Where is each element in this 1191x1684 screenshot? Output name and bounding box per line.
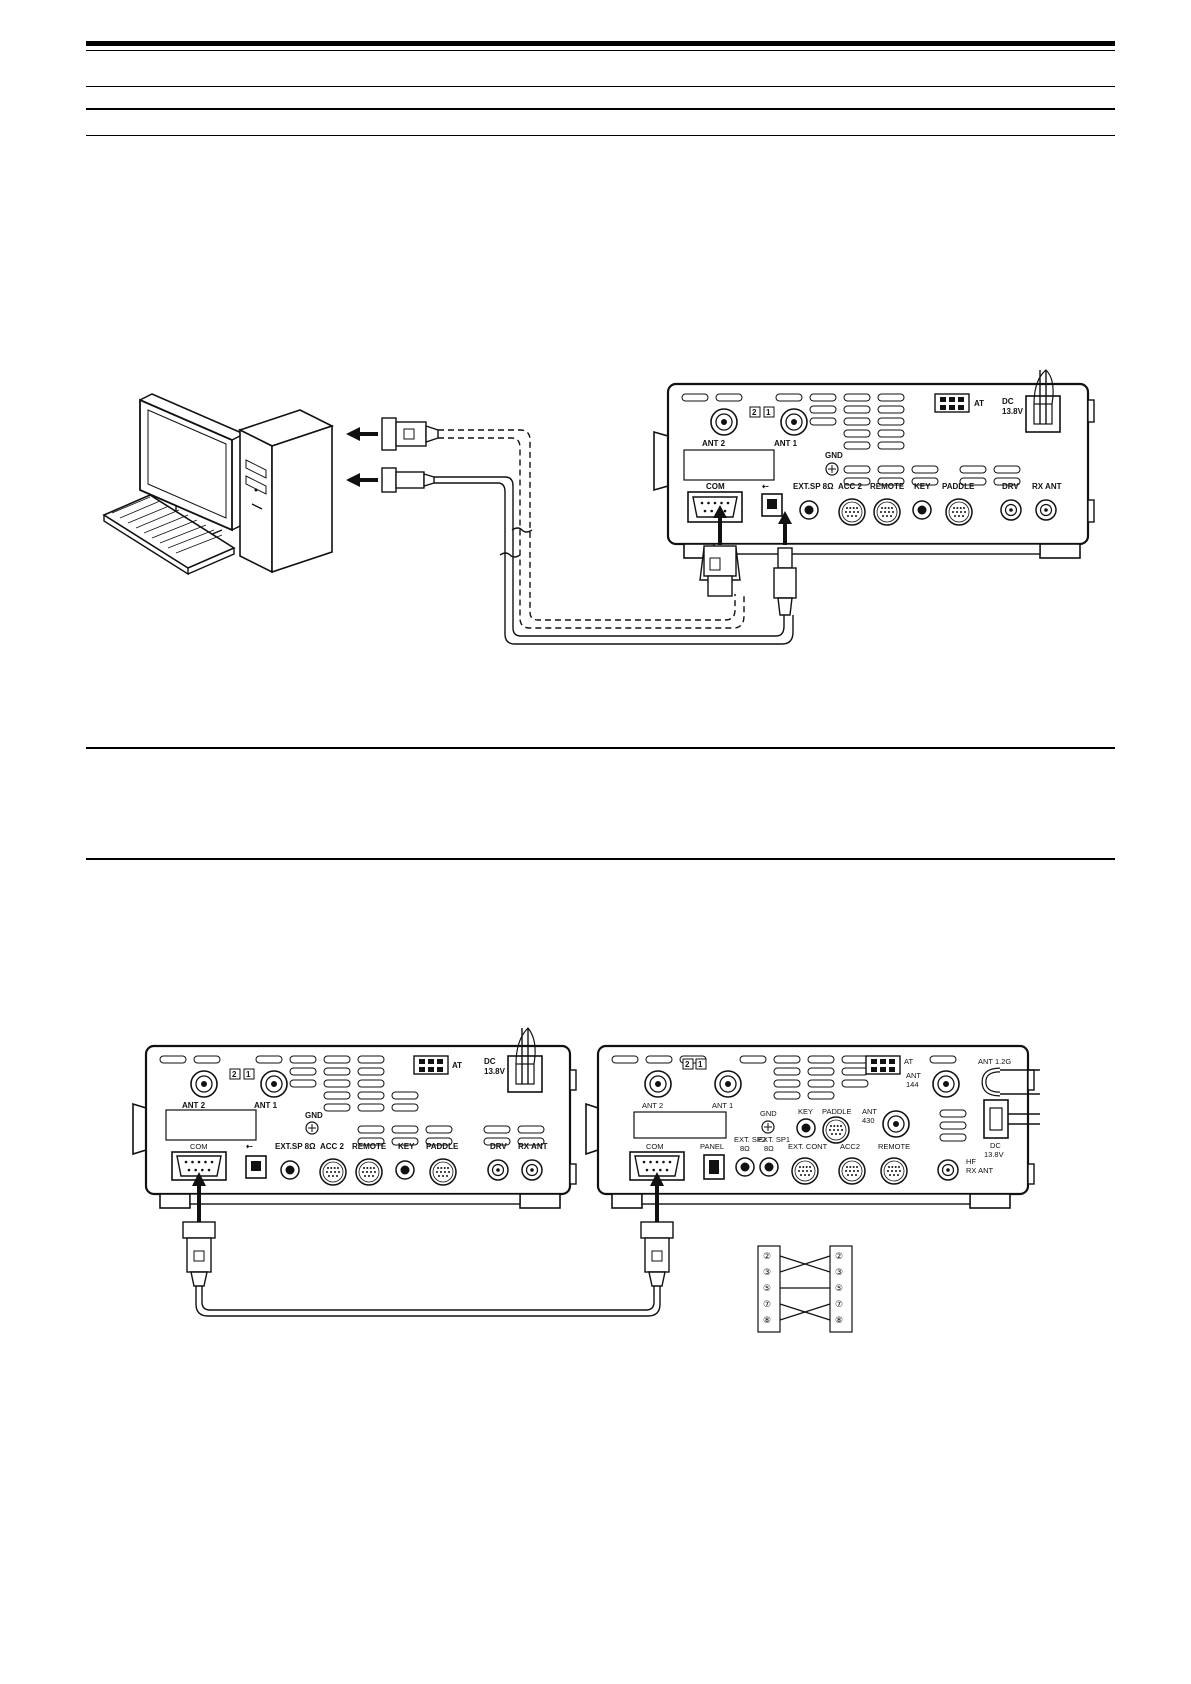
panel-label: PANEL [700, 1142, 724, 1151]
ant1-label: ANT 1 [254, 1101, 278, 1110]
drv-label: DRV [490, 1142, 507, 1151]
ext-sp2-ohm-label: 8Ω [740, 1144, 750, 1153]
remote-label: REMOTE [870, 482, 905, 491]
paddle-label: PADDLE [822, 1107, 851, 1116]
serial-plug-icon [640, 1221, 674, 1287]
ant1-label: ANT 1 [712, 1101, 733, 1110]
svg-text:2: 2 [752, 408, 757, 417]
pin-label: ③ [835, 1268, 843, 1278]
section-rule [86, 747, 1115, 749]
hf-label: HF [966, 1157, 976, 1166]
dc-label: DC [990, 1141, 1001, 1150]
pin-label: ⑧ [835, 1316, 843, 1326]
ext-sp2-label: EXT. SP2 [734, 1135, 766, 1144]
arrow-to-computer [346, 427, 378, 487]
ant1-label: ANT 1 [774, 439, 798, 448]
dc-label: DC [1002, 397, 1014, 406]
cross-serial-cable [195, 1286, 661, 1317]
pin-label: ⑦ [763, 1300, 771, 1310]
usb-icon: ⇠ [762, 482, 769, 491]
serial-plug-icon [699, 545, 741, 597]
key-label: KEY [914, 482, 931, 491]
acc2-label: ACC 2 [320, 1142, 345, 1151]
at-label: AT [904, 1057, 913, 1066]
gnd-label: GND [760, 1109, 777, 1118]
at-label: AT [974, 399, 984, 408]
key-label: KEY [398, 1142, 415, 1151]
svg-text:1: 1 [246, 1070, 251, 1079]
gnd-label: GND [825, 451, 843, 460]
ant2-label: ANT 2 [182, 1101, 206, 1110]
cross-cable-wiring-diagram: ② ③ ⑤ ⑦ ⑧ ② ③ ⑤ ⑦ ⑧ [757, 1245, 853, 1333]
ant430-freq-label: 430 [862, 1116, 875, 1125]
usb-icon: ⇠ [246, 1142, 253, 1151]
at-label: AT [452, 1061, 462, 1070]
ant144-freq-label: 144 [906, 1080, 919, 1089]
acc2-label: ACC 2 [838, 482, 863, 491]
header-rule-thin [86, 50, 1115, 51]
section-rule [86, 108, 1115, 110]
usb-plug-icon [381, 467, 435, 493]
pin-label: ⑦ [835, 1300, 843, 1310]
remote-label: REMOTE [878, 1142, 910, 1151]
com-label: COM [646, 1142, 664, 1151]
drv-label: DRV [1002, 482, 1019, 491]
arrow-up [192, 1172, 664, 1222]
cable-break-mark [499, 527, 533, 558]
paddle-label: PADDLE [942, 482, 975, 491]
ext-sp1-ohm-label: 8Ω [764, 1144, 774, 1153]
ant12g-label: ANT 1.2G [978, 1057, 1011, 1066]
dc-voltage-label: 13.8V [484, 1067, 506, 1076]
svg-text:2: 2 [685, 1060, 690, 1069]
rx-ant-label: RX ANT [1032, 482, 1062, 491]
dc-label: DC [484, 1057, 496, 1066]
svg-text:1: 1 [698, 1060, 703, 1069]
transceiver-rear-panel: AT DC 13.8V 2 1 ANT 2 ANT 1 GND COM ⇠ EX… [653, 369, 1095, 559]
paddle-label: PADDLE [426, 1142, 459, 1151]
rx-ant-label: RX ANT [518, 1142, 548, 1151]
key-label: KEY [798, 1107, 813, 1116]
pin-label: ③ [763, 1268, 771, 1278]
ext-cont-label: EXT. CONT [788, 1142, 828, 1151]
gnd-label: GND [305, 1111, 323, 1120]
transceiver-rear-panel-left: AT DC 13.8V 2 1 ANT 2 ANT 1 GND COM ⇠ EX… [132, 1027, 577, 1209]
ant2-label: ANT 2 [702, 439, 726, 448]
arrow-up [778, 511, 792, 545]
serial-plug-icon [182, 1221, 216, 1287]
computer-icon [102, 393, 335, 576]
section-rule [86, 858, 1115, 860]
pin-label: ② [763, 1252, 771, 1262]
usb-plug-icon [773, 547, 797, 616]
section-rule [86, 86, 1115, 87]
pin-label: ⑤ [763, 1284, 771, 1294]
com-label: COM [190, 1142, 208, 1151]
usb-cable [434, 476, 794, 645]
ant430-label: ANT [862, 1107, 877, 1116]
dc-voltage-label: 13.8V [984, 1150, 1004, 1159]
pin-label: ② [835, 1252, 843, 1262]
pin-label: ⑤ [835, 1284, 843, 1294]
ext-sp-label: EXT.SP 8Ω [275, 1142, 316, 1151]
pin-label: ⑧ [763, 1316, 771, 1326]
svg-text:2: 2 [232, 1070, 237, 1079]
ant144-label: ANT [906, 1071, 921, 1080]
serial-cable [438, 429, 745, 629]
header-rule-thick [86, 41, 1115, 46]
dc-voltage-label: 13.8V [1002, 407, 1024, 416]
com-label: COM [706, 482, 725, 491]
ant2-label: ANT 2 [642, 1101, 663, 1110]
acc2-label: ACC2 [840, 1142, 860, 1151]
ext-sp1-label: EXT. SP1 [758, 1135, 790, 1144]
serial-plug-icon [381, 417, 439, 451]
arrow-up [713, 505, 727, 545]
remote-label: REMOTE [352, 1142, 387, 1151]
rx-ant-label: RX ANT [966, 1166, 994, 1175]
section-rule [86, 135, 1115, 136]
ext-sp-label: EXT.SP 8Ω [793, 482, 834, 491]
svg-text:1: 1 [766, 408, 771, 417]
